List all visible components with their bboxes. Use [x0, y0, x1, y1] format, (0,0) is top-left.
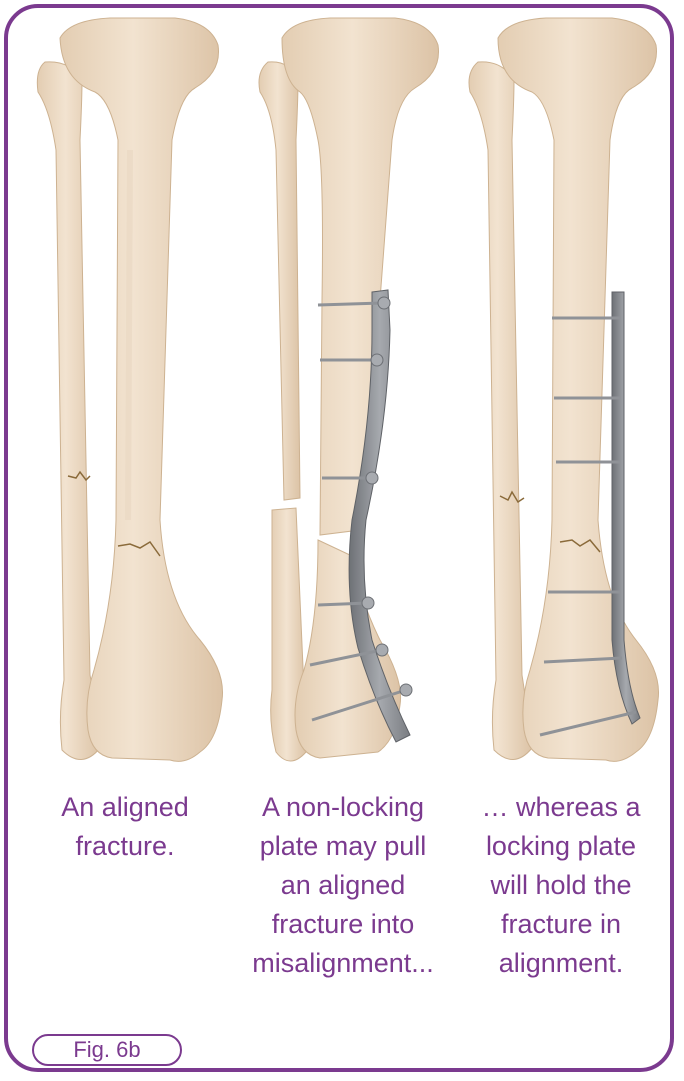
caption-aligned-fracture: An aligned fracture. — [28, 788, 222, 866]
caption-locking-plate: … whereas a locking plate will hold the … — [456, 788, 666, 983]
fibula-middle-upper — [259, 62, 300, 500]
tibia-right — [498, 18, 659, 761]
bone-left — [37, 18, 222, 761]
fibula-left — [37, 62, 100, 760]
bone-middle — [259, 18, 439, 761]
tibia-middle-upper — [282, 18, 439, 535]
figure-label: Fig. 6b — [32, 1034, 182, 1066]
bone-right — [469, 18, 659, 761]
fibula-right — [469, 62, 532, 760]
caption-non-locking-plate: A non-locking plate may pull an aligned … — [236, 788, 450, 983]
